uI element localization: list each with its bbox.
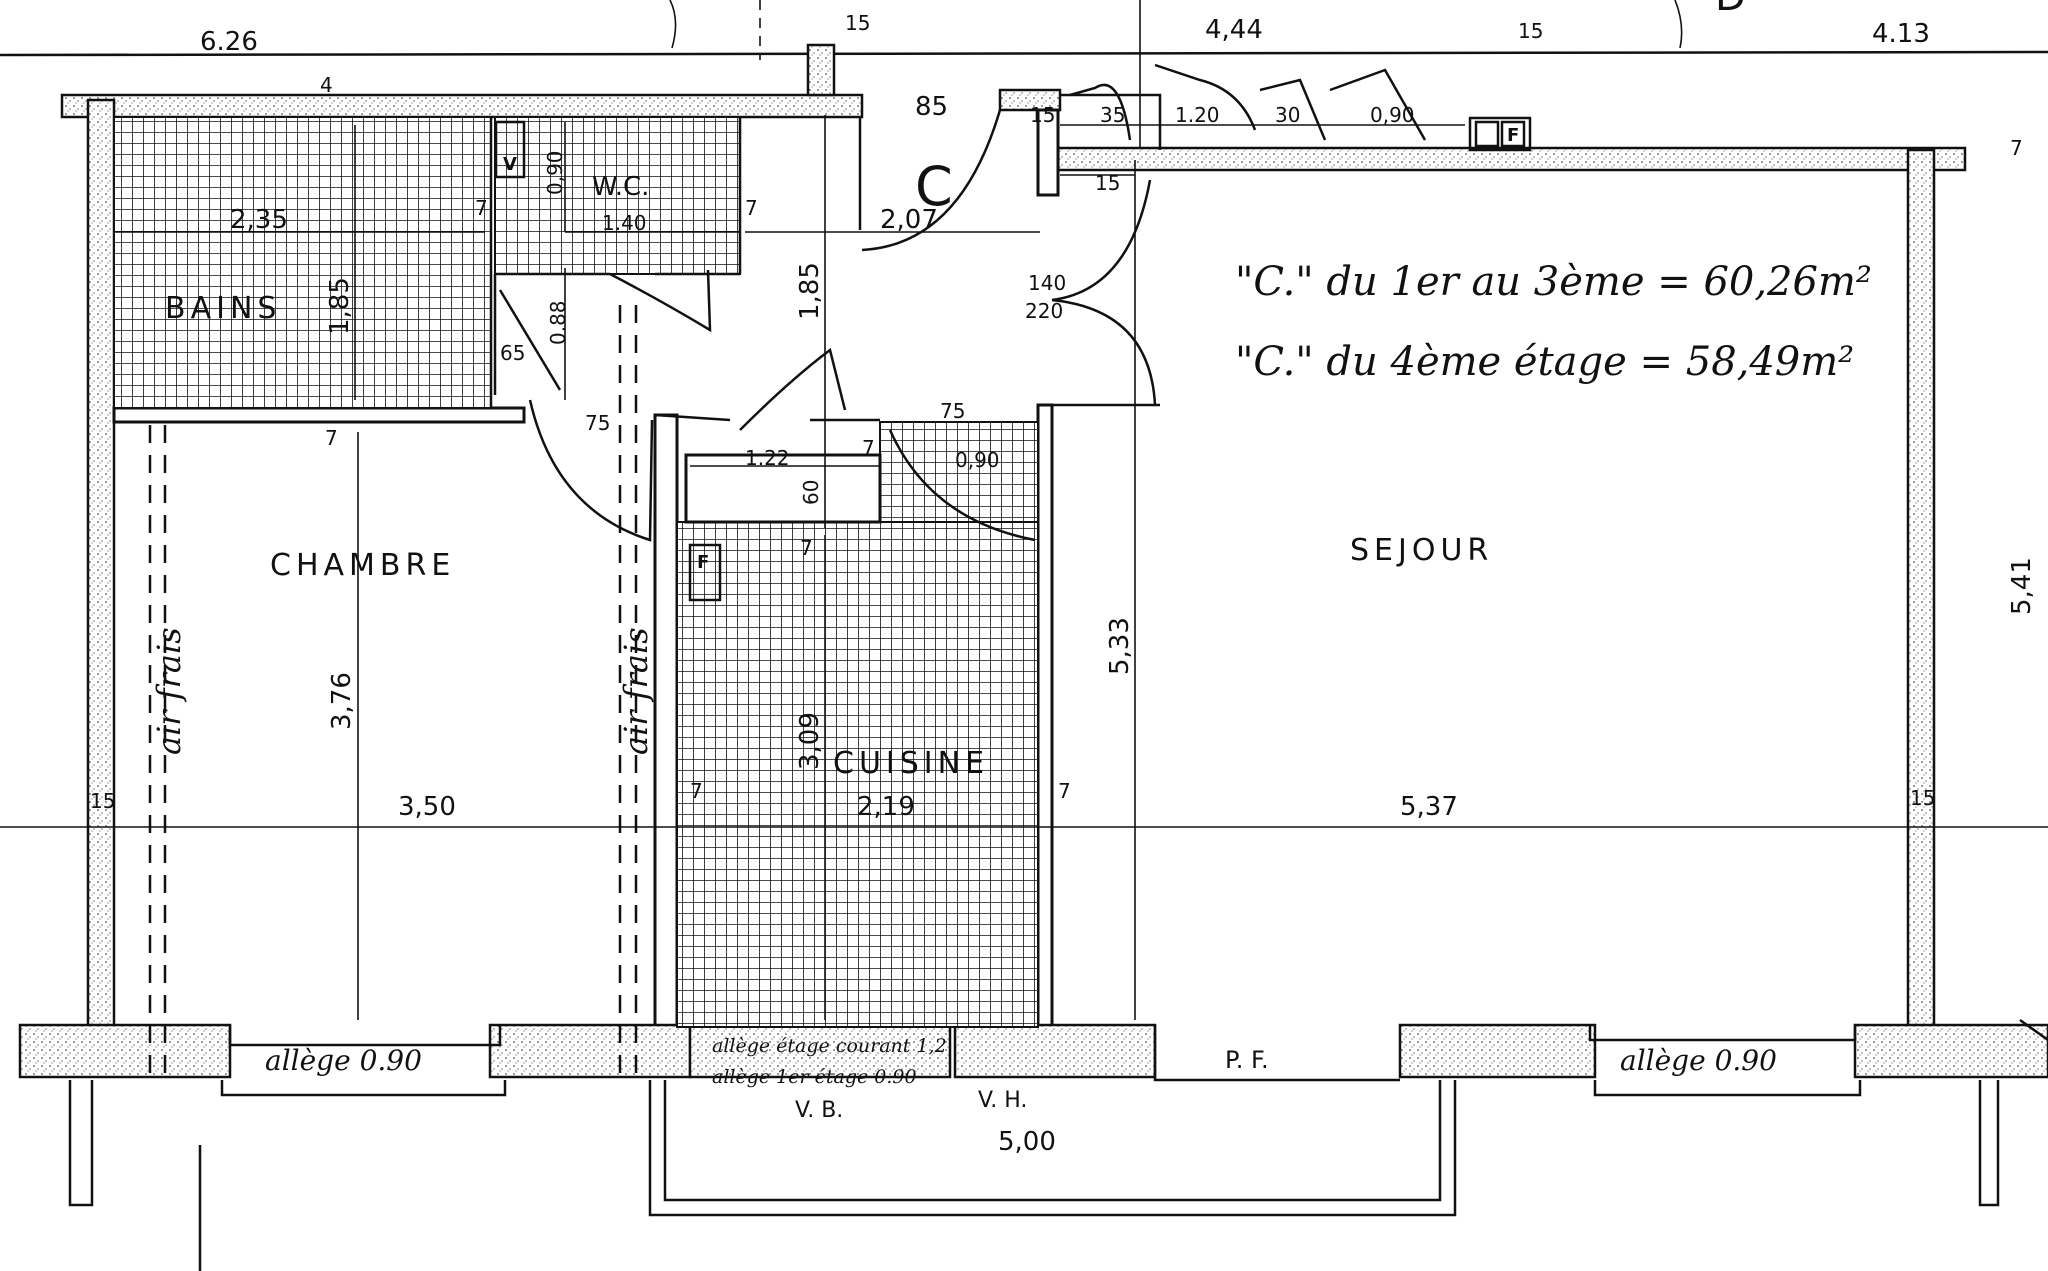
dim-closet-120: 1.20 — [1175, 103, 1220, 127]
dim-top-15c: 15 — [1030, 103, 1055, 127]
room-wc: W.C. — [592, 172, 649, 202]
room-entry: C — [915, 155, 953, 218]
dim-left-15: 15 — [90, 789, 115, 813]
dim-wc-7b: 7 — [745, 196, 758, 220]
tiled-areas — [113, 116, 1039, 1028]
dim-bottom-500: 5,00 — [998, 1127, 1056, 1157]
dim-right-15: 15 — [1910, 786, 1935, 810]
room-cuisine: CUISINE — [833, 746, 989, 781]
dim-sejour-537: 5,37 — [1400, 792, 1458, 822]
dim-wall-4: 4 — [320, 73, 333, 97]
bains-tiles — [113, 116, 492, 409]
dim-top-15a: 15 — [845, 11, 870, 35]
dim-door-65: 65 — [500, 341, 525, 365]
dim-top-413: 4.13 — [1872, 19, 1930, 49]
vh-label: V. H. — [978, 1088, 1027, 1113]
dim-cuisine-090: 0,90 — [955, 448, 1000, 472]
v-box-label: V — [503, 154, 517, 175]
dim-top-626: 6.26 — [200, 27, 258, 57]
dim-cuisine-7a: 7 — [690, 779, 703, 803]
dim-sejour-533: 5,33 — [1105, 617, 1135, 675]
dim-cuisine-top-7: 7 — [800, 536, 813, 560]
dim-entry-207: 2,07 — [880, 205, 938, 235]
area-note-2: "C." du 4ème étage = 58,49m² — [1235, 339, 1854, 385]
structural-walls — [18, 43, 2048, 1079]
dim-sejour-541: 5,41 — [2007, 557, 2037, 615]
dim-wc-height: 0,90 — [543, 150, 567, 195]
dim-entry-185: 1,85 — [795, 262, 825, 320]
dim-cuisine-60: 60 — [799, 480, 823, 505]
f-box-top-label: F — [1507, 125, 1519, 146]
room-chambre: CHAMBRE — [270, 548, 455, 583]
dim-top-444: 4,44 — [1205, 15, 1263, 45]
dim-wc-7: 7 — [475, 196, 488, 220]
dim-bains-height: 1,85 — [325, 277, 355, 335]
dim-right-7: 7 — [2010, 136, 2023, 160]
dim-cuisine-309: 3,09 — [795, 712, 825, 770]
dim-cuisine-7b: 7 — [1058, 779, 1071, 803]
f-box-cuisine-label: F — [697, 552, 709, 573]
dim-top-15b: 15 — [1518, 19, 1543, 43]
dim-door-088: 0.88 — [546, 300, 570, 345]
d-marker: D — [1715, 0, 1746, 20]
dim-closet-15: 15 — [1095, 171, 1120, 195]
dimension-labels: 6.26 4,44 4.13 15 15 15 85 4 2,35 1,85 1… — [90, 11, 2037, 1157]
dim-passage-75: 75 — [585, 411, 610, 435]
area-note-1: "C." du 1er au 3ème = 60,26m² — [1235, 259, 1872, 305]
dim-closet-30: 30 — [1275, 103, 1300, 127]
dim-chambre-350: 3,50 — [398, 792, 456, 822]
area-notes: "C." du 1er au 3ème = 60,26m² "C." du 4è… — [150, 259, 1872, 1123]
dim-entry-140: 140 — [1028, 271, 1066, 295]
pf-label: P. F. — [1225, 1046, 1269, 1074]
dim-entry-220: 220 — [1025, 299, 1063, 323]
kitchen-tiles — [676, 521, 1039, 1028]
air-frais-right: air frais — [617, 627, 655, 755]
allege-cuisine-2: allège 1er étage 0.90 — [712, 1066, 917, 1088]
allege-chambre: allège 0.90 — [265, 1044, 422, 1077]
air-frais-left: air frais — [150, 627, 188, 755]
wc-tiles — [494, 116, 741, 275]
doors — [498, 63, 1427, 542]
room-bains: BAINS — [165, 291, 281, 326]
room-sejour: SEJOUR — [1350, 533, 1493, 568]
allege-cuisine-1: allège étage courant 1,2 — [712, 1035, 947, 1057]
dim-closet-35: 35 — [1100, 103, 1125, 127]
dim-closet-090: 0,90 — [1370, 103, 1415, 127]
dim-chambre-7: 7 — [325, 426, 338, 450]
dim-cuisine-122: 1.22 — [745, 446, 790, 470]
room-labels: BAINS W.C. CHAMBRE CUISINE SEJOUR C D — [165, 0, 1746, 781]
windows — [68, 1018, 2048, 1271]
air-shafts — [148, 305, 638, 1075]
partitions — [489, 93, 1162, 422]
dim-wc-width: 1.40 — [602, 211, 647, 235]
allege-sejour: allège 0.90 — [1620, 1044, 1777, 1077]
fixtures: V F F — [494, 116, 1532, 602]
dim-cuisine-7: 7 — [862, 436, 875, 460]
dim-cuisine-75: 75 — [940, 399, 965, 423]
dimension-lines — [0, 115, 2048, 1020]
dim-top-85: 85 — [915, 92, 948, 122]
dim-cuisine-219: 2,19 — [857, 792, 915, 822]
vb-label: V. B. — [795, 1098, 843, 1123]
dim-bains-width: 2,35 — [230, 205, 288, 235]
kitchen-tiles-top — [879, 421, 1039, 523]
dim-chambre-376: 3,76 — [327, 672, 357, 730]
